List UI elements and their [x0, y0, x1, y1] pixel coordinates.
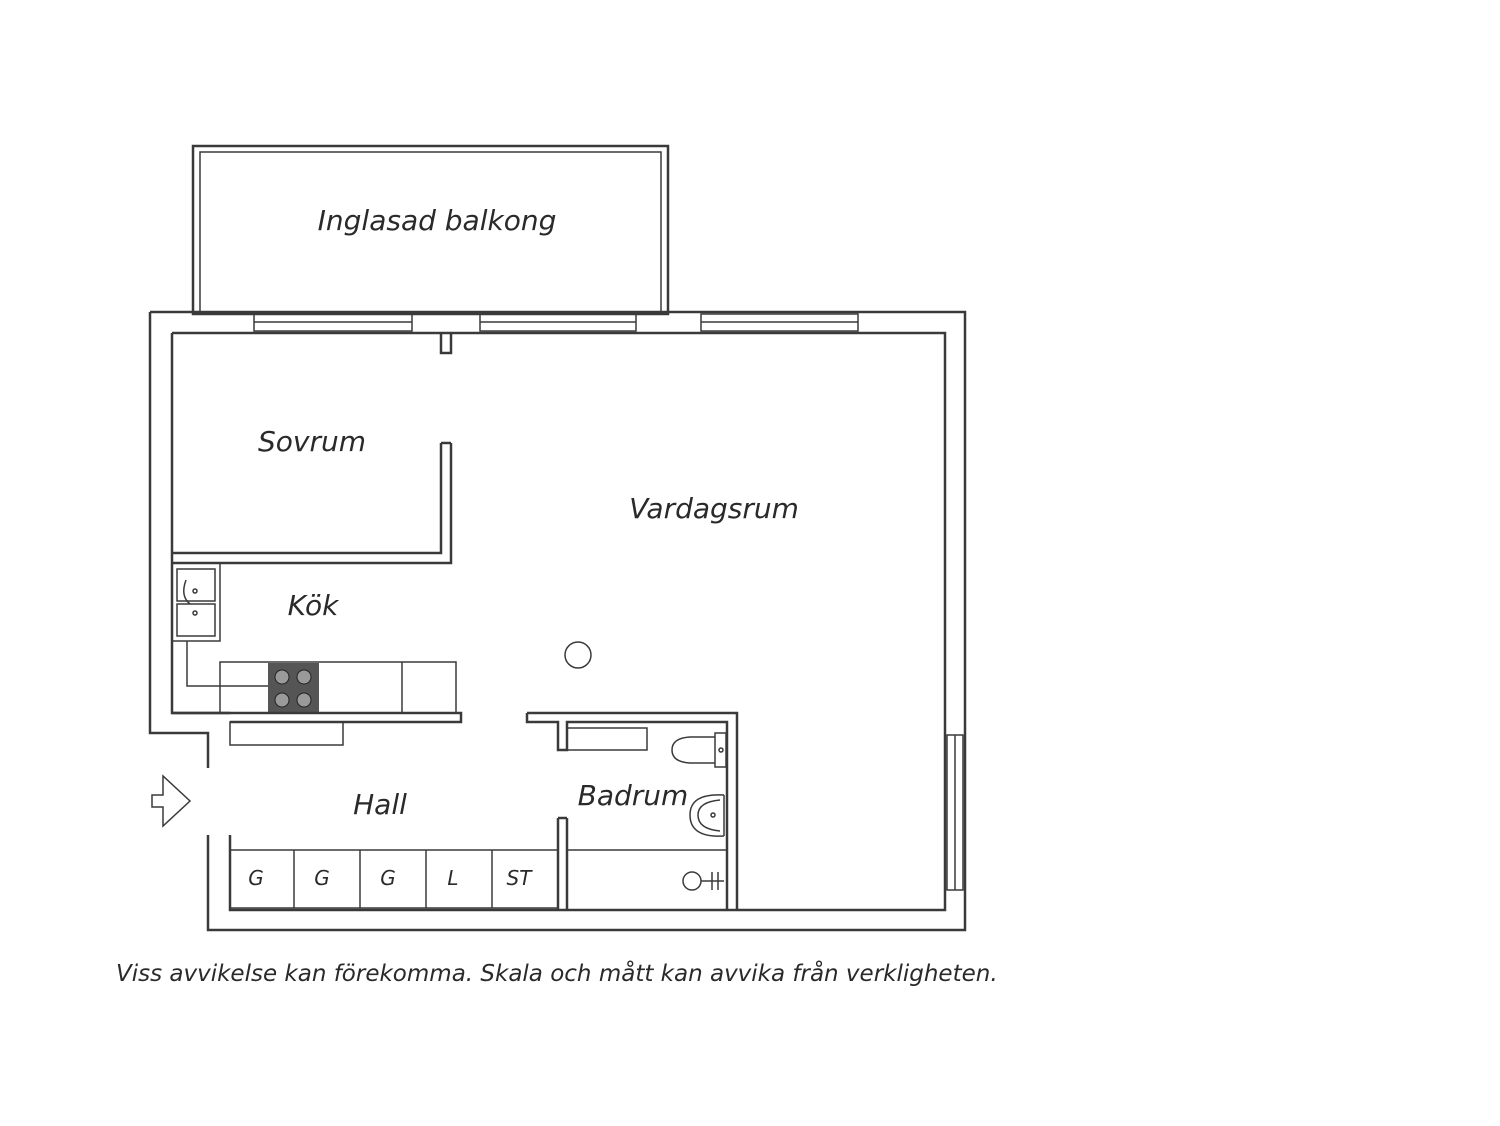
shower-icon	[682, 871, 724, 891]
washbasin-icon	[689, 794, 725, 837]
closet-label: G	[248, 866, 264, 890]
balcony-label: Inglasad balkong	[318, 204, 557, 237]
stove-icon	[268, 663, 319, 713]
closet-label: ST	[507, 866, 534, 890]
bedroom-walls	[172, 333, 453, 565]
closet-label: G	[314, 866, 330, 890]
wardrobes	[229, 849, 559, 909]
bedroom-label: Sovrum	[258, 425, 366, 458]
living-room-label: Vardagsrum	[629, 492, 799, 525]
bathroom-label: Badrum	[578, 779, 689, 812]
disclaimer: Viss avvikelse kan förekomma. Skala och …	[116, 959, 998, 987]
windows	[253, 313, 964, 891]
closet-label: G	[380, 866, 396, 890]
kitchen-label: Kök	[288, 589, 340, 622]
bathroom	[525, 711, 739, 910]
hall-label: Hall	[353, 788, 407, 821]
kitchen	[171, 562, 463, 746]
closet-label: L	[447, 866, 458, 890]
toilet-icon	[671, 732, 727, 768]
pillar	[564, 641, 592, 669]
entrance-arrow-icon	[151, 774, 192, 828]
